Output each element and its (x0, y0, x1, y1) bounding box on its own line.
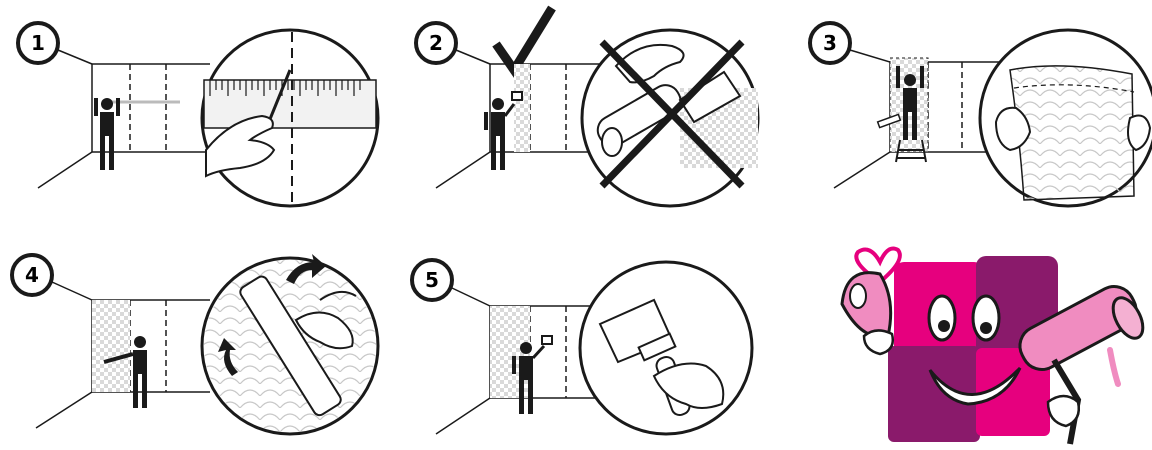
glove-icon (864, 330, 893, 354)
step-badge: 3 (810, 23, 850, 63)
pasting-wallpaper-detail (582, 30, 758, 206)
step-number: 1 (31, 31, 45, 55)
step-badge: 5 (412, 260, 452, 300)
person-icon (94, 98, 120, 170)
step-number: 4 (25, 263, 39, 287)
step-badge: 2 (416, 23, 456, 63)
spatula-detail (202, 254, 378, 434)
room-corner (38, 50, 210, 188)
hanging-strip-detail (980, 30, 1152, 206)
step-badge: 4 (12, 255, 52, 295)
step-2: 2 (416, 8, 758, 206)
step-1: 1 (18, 23, 378, 206)
measuring-tape-detail (202, 30, 378, 206)
step-number: 2 (429, 31, 443, 55)
checkmark-icon (496, 8, 552, 70)
glove-icon (1048, 396, 1079, 426)
step-badge: 1 (18, 23, 58, 63)
paint-mascot (842, 249, 1149, 445)
step-4: 4 (12, 254, 378, 434)
step-number: 5 (425, 268, 439, 292)
step-5: 5 (412, 260, 752, 434)
brush-detail (580, 262, 752, 434)
wallpaper-roll-icon (842, 273, 891, 337)
step-number: 3 (823, 31, 837, 55)
step-3: 3 (810, 23, 1152, 206)
